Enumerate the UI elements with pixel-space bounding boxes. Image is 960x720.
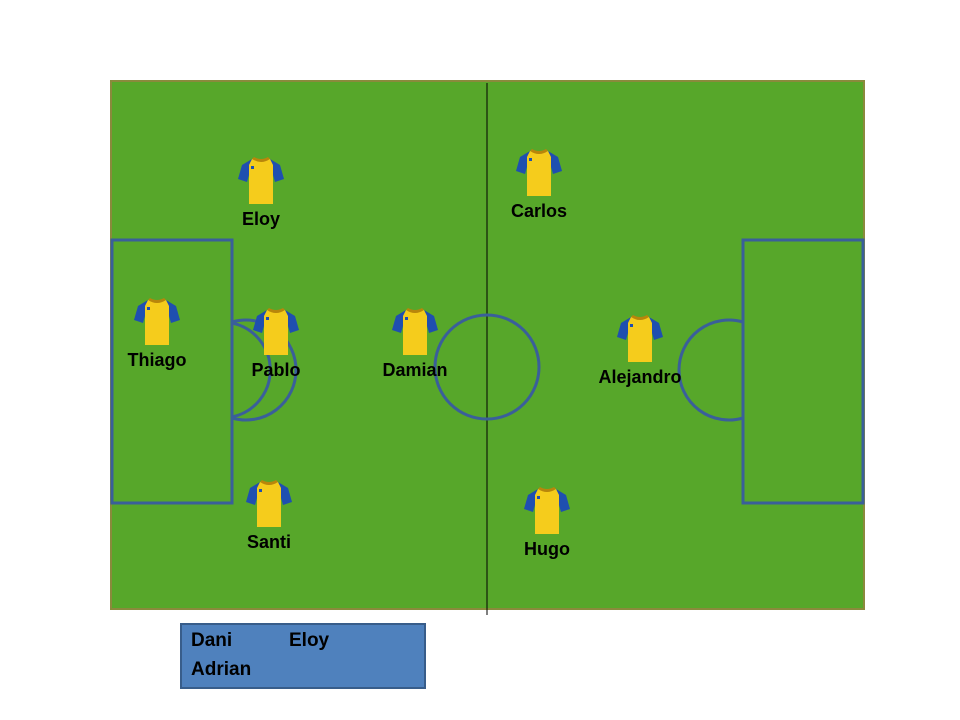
substitute-name: Dani	[191, 630, 233, 651]
player-marker[interactable]: Carlos	[489, 147, 589, 222]
jersey-icon	[516, 149, 562, 196]
jersey-icon	[246, 480, 292, 527]
substitutes-box: Dani Eloy Adrian	[180, 623, 426, 689]
player-marker[interactable]: Hugo	[497, 485, 597, 560]
player-marker[interactable]: Alejandro	[590, 313, 690, 388]
player-name: Damian	[382, 360, 448, 380]
right-penalty-box	[741, 238, 865, 505]
player-name: Pablo	[251, 360, 301, 380]
jersey-icon	[392, 308, 438, 355]
jersey-icon	[617, 315, 663, 362]
player-name: Alejandro	[598, 367, 682, 387]
player-name: Eloy	[241, 209, 280, 229]
player-name: Carlos	[510, 201, 568, 221]
player-marker[interactable]: Pablo	[226, 306, 326, 381]
player-marker[interactable]: Damian	[365, 306, 465, 381]
player-marker[interactable]: Thiago	[107, 296, 207, 371]
player-marker[interactable]: Santi	[219, 478, 319, 553]
substitute-name: Eloy	[289, 630, 330, 651]
jersey-icon	[524, 487, 570, 534]
jersey-icon	[253, 308, 299, 355]
substitute-name: Adrian	[191, 659, 252, 680]
left-penalty-box	[110, 238, 234, 505]
player-name: Thiago	[127, 350, 187, 370]
left-penalty-arc	[231, 321, 272, 419]
right-penalty-arc	[677, 318, 744, 422]
center-circle	[433, 313, 541, 421]
jersey-icon	[238, 157, 284, 204]
jersey-icon	[134, 298, 180, 345]
player-name: Hugo	[524, 539, 570, 559]
player-name: Santi	[246, 532, 291, 552]
player-marker[interactable]: Eloy	[211, 155, 311, 230]
